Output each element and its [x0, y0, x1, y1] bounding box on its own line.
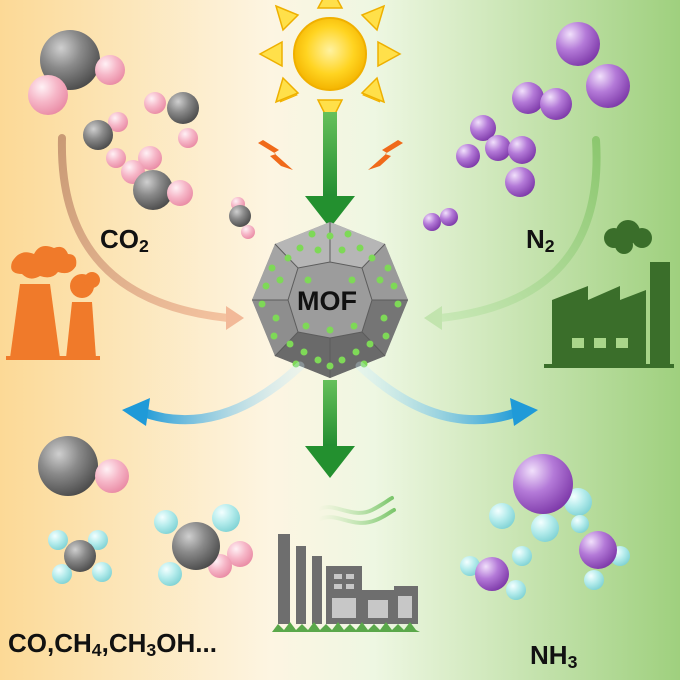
ammonia-molecule-group — [460, 454, 630, 600]
arrow-sun-to-mof — [305, 112, 355, 228]
arrow-n2-to-mof — [424, 136, 601, 330]
n2-molecule-group — [423, 22, 630, 231]
arrow-mof-to-co2-products — [122, 361, 305, 426]
lightning-icon — [258, 140, 403, 170]
sun-icon — [258, 0, 402, 127]
carbon-products-molecule-group — [38, 436, 253, 586]
mof-pore-dots — [258, 230, 402, 370]
chimney-icon — [6, 246, 100, 360]
mof-label: MOF — [297, 286, 357, 316]
carbon-products-label: CO,CH4,CH3OH... — [8, 628, 217, 660]
arrow-mof-to-product — [305, 380, 355, 478]
ammonia-label: NH3 — [530, 640, 578, 672]
arrow-co2-to-mof — [57, 134, 244, 330]
industrial-plant-icon — [272, 496, 420, 632]
factory-windows — [572, 338, 628, 348]
co2-molecule-group — [28, 30, 255, 239]
co2-label: CO2 — [100, 224, 149, 256]
n2-label: N2 — [526, 224, 555, 256]
crystal-icon — [252, 222, 408, 378]
arrow-mof-to-n2-products — [355, 361, 538, 426]
